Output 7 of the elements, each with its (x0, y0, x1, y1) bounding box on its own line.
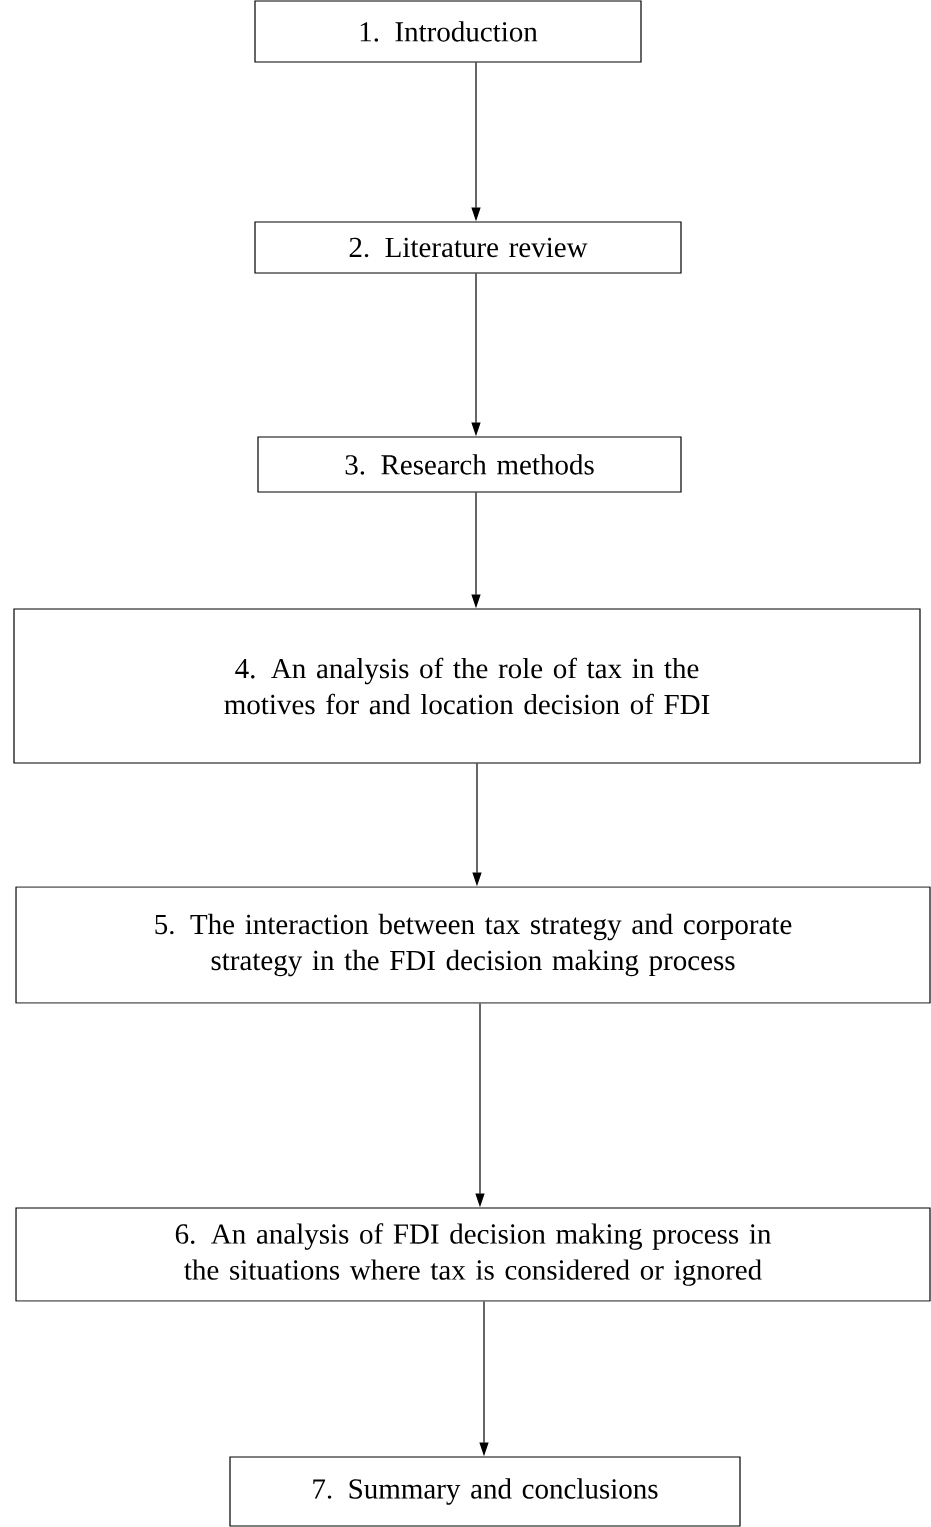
process-box: 6. An analysis of FDI decision making process in the situations where tax is considered or ignored (15, 1207, 931, 1302)
process-box: 4. An analysis of the role of tax in the motives for and location decision of FDI (13, 608, 921, 764)
process-box: 7. Summary and conclusions (229, 1456, 741, 1527)
process-box: 2. Literature review (254, 221, 682, 274)
process-box: 3. Research methods (257, 436, 682, 493)
process-box: 5. The interaction between tax strategy and corporate strategy in the FDI decision making process (15, 886, 931, 1004)
process-box: 1. Introduction (254, 0, 642, 63)
